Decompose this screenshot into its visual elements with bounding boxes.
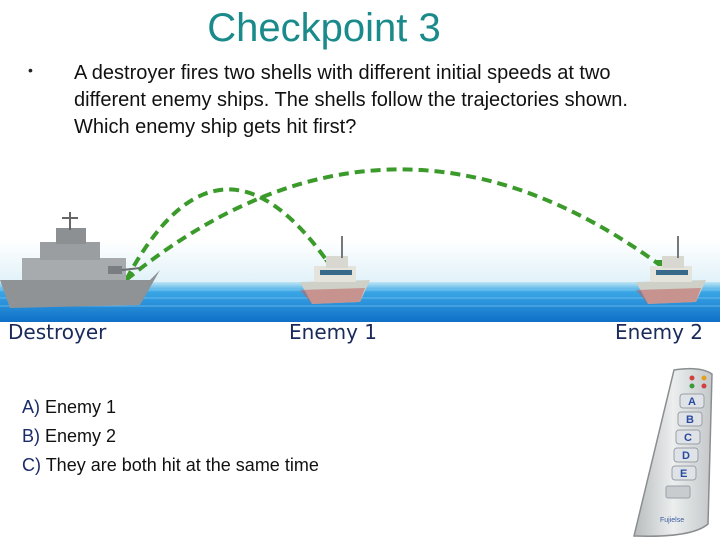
- choice-c-letter: C): [22, 455, 41, 475]
- clicker-button-d: [673, 447, 699, 463]
- question-text: A destroyer fires two shells with differ…: [74, 62, 628, 138]
- enemy-2-ship-icon: [636, 236, 706, 304]
- trajectory-enemy-1: [124, 187, 334, 281]
- clicker-button-e-label: E: [680, 468, 687, 480]
- choice-a: A) Enemy 1: [22, 393, 319, 422]
- clicker-button-e: [671, 465, 697, 481]
- choice-b-text: Enemy 2: [45, 426, 117, 446]
- clicker-button-b: [677, 411, 703, 427]
- label-enemy-1: Enemy 1: [289, 320, 378, 344]
- clicker-remote-icon: A B C D E Fujielse: [633, 367, 713, 537]
- clicker-button-a-label: A: [688, 396, 696, 408]
- choice-b-letter: B): [22, 426, 40, 446]
- trajectory-enemy-2: [124, 167, 666, 282]
- trajectory-scene: [0, 167, 720, 322]
- label-enemy-2: Enemy 2: [615, 320, 704, 344]
- destroyer-ship-icon: [0, 212, 160, 308]
- choice-c: C) They are both hit at the same time: [22, 451, 319, 480]
- clicker-button-d-label: D: [682, 450, 690, 462]
- clicker-button-c: [675, 429, 701, 445]
- enemy-1-ship-icon: [300, 236, 370, 304]
- answer-choices: A) Enemy 1 B) Enemy 2 C) They are both h…: [22, 393, 319, 480]
- choice-c-text: They are both hit at the same time: [45, 455, 319, 475]
- label-destroyer: Destroyer: [8, 320, 107, 344]
- clicker-button-b-label: B: [686, 414, 694, 426]
- bullet-point: •: [28, 62, 33, 78]
- choice-a-text: Enemy 1: [45, 397, 117, 417]
- choice-a-letter: A): [22, 397, 40, 417]
- clicker-brand-label: Fujielse: [660, 517, 684, 524]
- clicker-button-c-label: C: [684, 432, 692, 444]
- clicker-button-a: [679, 393, 705, 409]
- choice-b: B) Enemy 2: [22, 422, 319, 451]
- slide-title: Checkpoint 3: [207, 6, 441, 50]
